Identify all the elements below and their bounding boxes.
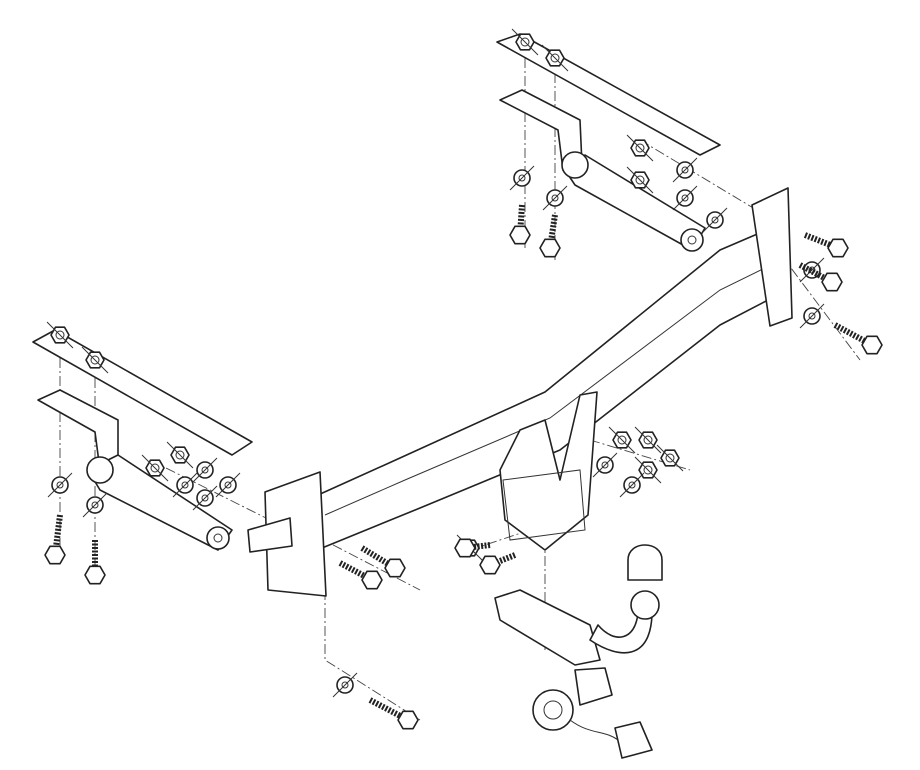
nut bbox=[626, 134, 654, 162]
fasteners bbox=[44, 28, 883, 730]
nut bbox=[166, 441, 194, 469]
washer bbox=[799, 303, 825, 329]
bolt bbox=[479, 552, 517, 575]
washer bbox=[192, 485, 218, 511]
washer bbox=[47, 472, 73, 498]
washer bbox=[192, 457, 218, 483]
washer bbox=[215, 472, 241, 498]
nut bbox=[634, 456, 662, 484]
washer bbox=[82, 492, 108, 518]
nut bbox=[608, 426, 636, 454]
center-bracket bbox=[499, 391, 598, 551]
washer bbox=[619, 472, 645, 498]
washer bbox=[702, 207, 728, 233]
bolt bbox=[454, 538, 491, 558]
bolt bbox=[338, 560, 383, 590]
nut bbox=[626, 166, 654, 194]
bolt bbox=[539, 214, 561, 258]
nut bbox=[511, 28, 539, 56]
washer bbox=[172, 472, 198, 498]
washer bbox=[509, 165, 535, 191]
nut bbox=[46, 321, 74, 349]
bolt bbox=[833, 322, 883, 355]
nut bbox=[541, 44, 569, 72]
bolt bbox=[803, 232, 849, 258]
bolt bbox=[509, 204, 531, 245]
left-mounting-plate bbox=[247, 471, 327, 597]
washer bbox=[592, 452, 618, 478]
washer bbox=[672, 185, 698, 211]
tow-ball-neck bbox=[494, 544, 663, 666]
washer bbox=[799, 257, 825, 283]
right-mounting-plate bbox=[751, 187, 793, 327]
assembly-axis-lines bbox=[59, 40, 861, 721]
bolt bbox=[84, 540, 106, 585]
nut bbox=[141, 454, 169, 482]
wire-connector bbox=[614, 721, 653, 759]
tow-ball bbox=[630, 590, 660, 620]
nut bbox=[656, 444, 684, 472]
ball-cap bbox=[627, 544, 663, 581]
washer bbox=[332, 672, 358, 698]
bolt bbox=[798, 262, 843, 292]
right-side-arm bbox=[499, 89, 706, 252]
bolt bbox=[368, 697, 419, 730]
bolt bbox=[44, 514, 66, 565]
nut bbox=[81, 346, 109, 374]
electrical-socket bbox=[532, 667, 653, 759]
bolt bbox=[360, 545, 406, 578]
nut bbox=[634, 426, 662, 454]
washer bbox=[672, 157, 698, 183]
washer bbox=[542, 185, 568, 211]
left-side-arm bbox=[37, 389, 233, 551]
